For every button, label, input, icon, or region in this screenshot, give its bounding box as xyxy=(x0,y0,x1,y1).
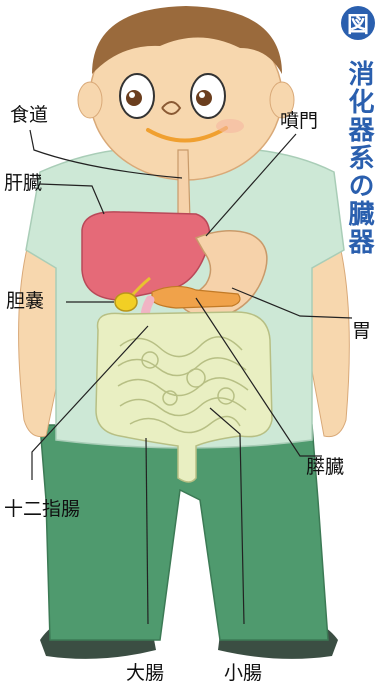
label-pancreas: 膵臓 xyxy=(306,458,344,477)
label-liver: 肝臓 xyxy=(4,174,42,193)
label-duodenum: 十二指腸 xyxy=(4,500,80,519)
gallbladder xyxy=(115,293,137,311)
label-esophagus: 食道 xyxy=(10,106,48,125)
label-cardia: 噴門 xyxy=(280,112,318,131)
figure-badge: 図 xyxy=(341,6,375,40)
label-stomach: 胃 xyxy=(352,322,371,341)
label-large-intestine: 大腸 xyxy=(126,664,164,683)
diagram-title: 消化器系の臓器 xyxy=(344,60,374,256)
label-gallbladder: 胆嚢 xyxy=(6,292,44,311)
label-small-intestine: 小腸 xyxy=(224,664,262,683)
